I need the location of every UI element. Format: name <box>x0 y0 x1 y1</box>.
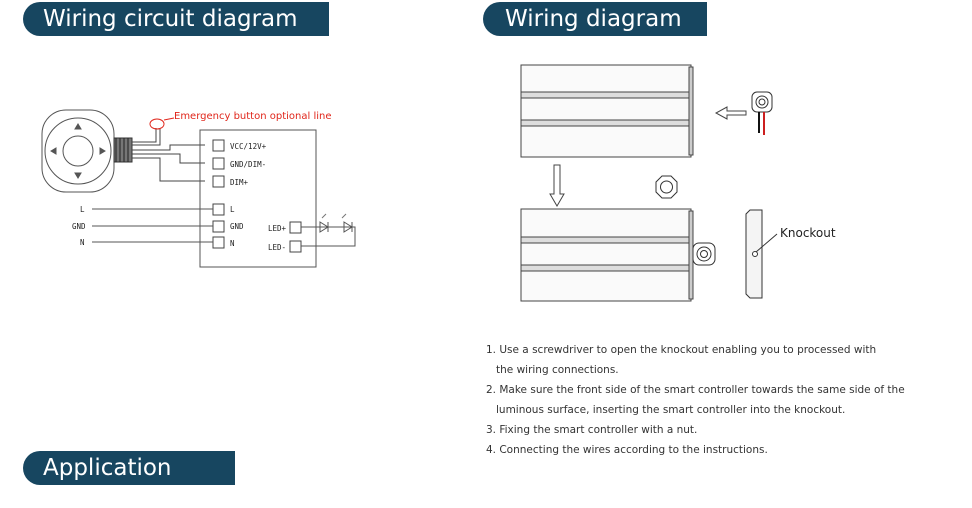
mains-label: L <box>80 205 85 214</box>
led-label: LED- <box>268 243 286 252</box>
installation-steps: 1. Use a screwdriver to open the knockou… <box>486 340 966 460</box>
terminal-label: L <box>230 205 235 214</box>
step-line: the wiring connections. <box>496 364 619 376</box>
terminal-label: VCC/12V+ <box>230 142 267 151</box>
emergency-button-label: Emergency button optional line <box>174 111 332 122</box>
light-panel-bottom <box>520 208 694 302</box>
mains-label: N <box>80 238 85 247</box>
nut-icon <box>655 175 678 199</box>
light-panel-top <box>520 64 694 158</box>
mains-wires <box>92 208 213 243</box>
controller-box <box>199 129 317 268</box>
control-wires <box>132 128 205 182</box>
banner-title: Application <box>43 455 172 481</box>
terminal-labels: VCC/12V+ GND/DIM- DIM+ L GND N LED+ LED- <box>230 142 287 252</box>
insert-arrow-icon <box>714 106 747 120</box>
terminal-label: GND/DIM- <box>230 160 266 169</box>
step-line: 1. Use a screwdriver to open the knockou… <box>486 344 877 356</box>
knockout-side-profile <box>745 209 778 299</box>
step-line: luminous surface, inserting the smart co… <box>496 404 846 416</box>
knockout-label: Knockout <box>780 226 836 240</box>
banner-title: Wiring diagram <box>505 6 682 32</box>
terminal-label: GND <box>230 222 244 231</box>
installed-controller-icon <box>692 242 716 266</box>
step-line: 3. Fixing the smart controller with a nu… <box>486 424 698 436</box>
section-banner-wiring-circuit: Wiring circuit diagram <box>23 2 329 36</box>
step-line: 2. Make sure the front side of the smart… <box>486 384 905 396</box>
mains-labels: L GND N <box>72 205 86 247</box>
led-label: LED+ <box>268 224 287 233</box>
banner-title: Wiring circuit diagram <box>43 6 298 32</box>
emergency-leader <box>163 117 175 121</box>
terminal-label: N <box>230 239 235 248</box>
section-banner-application: Application <box>23 451 235 485</box>
terminal-label: DIM+ <box>230 178 249 187</box>
mains-label: GND <box>72 222 86 231</box>
down-arrow-icon <box>549 164 565 207</box>
smart-controller-knob-icon <box>41 109 133 193</box>
section-banner-wiring: Wiring diagram <box>483 2 707 36</box>
led-output-circuit <box>301 213 356 247</box>
smart-controller-device-icon <box>751 91 773 135</box>
step-line: 4. Connecting the wires according to the… <box>486 444 768 456</box>
emergency-marker <box>149 118 165 130</box>
terminal-blocks <box>212 139 302 253</box>
